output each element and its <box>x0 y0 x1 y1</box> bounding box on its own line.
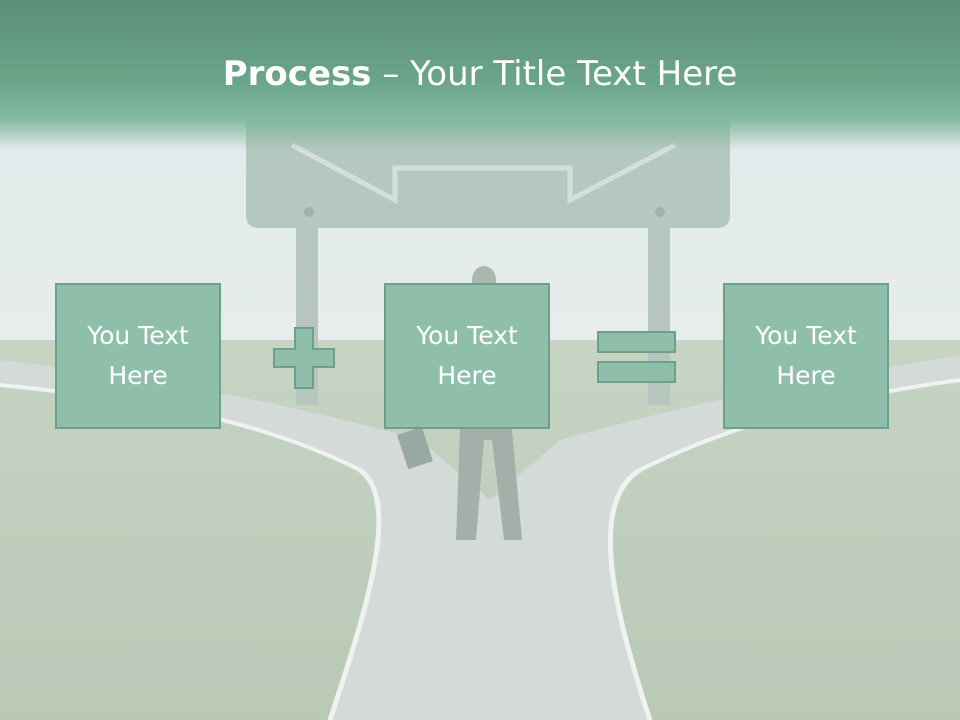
title-bold-part: Process <box>222 54 372 94</box>
process-box-1[interactable]: You Text Here <box>55 283 221 429</box>
process-box-3[interactable]: You Text Here <box>723 283 889 429</box>
process-box-3-text: You Text Here <box>755 321 857 390</box>
equals-icon <box>597 331 676 383</box>
process-box-1-text: You Text Here <box>87 321 189 390</box>
process-box-2-text: You Text Here <box>416 321 518 390</box>
process-box-2[interactable]: You Text Here <box>384 283 550 429</box>
title-rest-part: – Your Title Text Here <box>371 54 738 94</box>
title-band <box>0 0 960 150</box>
slide-title[interactable]: Process – Your Title Text Here <box>0 52 960 96</box>
plus-icon <box>273 327 335 389</box>
